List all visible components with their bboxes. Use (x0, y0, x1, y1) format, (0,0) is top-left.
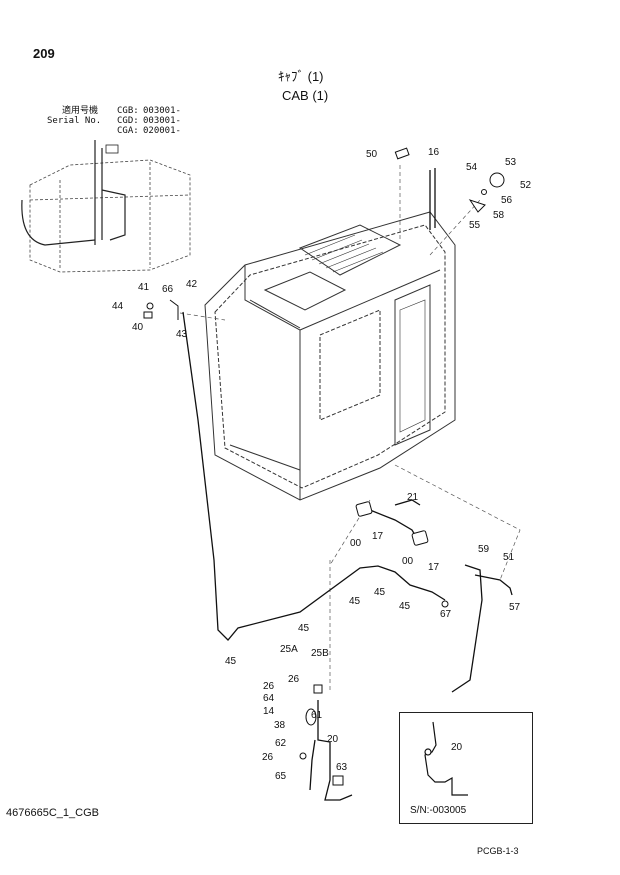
callout-45b: 45 (349, 596, 361, 607)
wire-harnesses (182, 168, 513, 801)
callout-17a: 17 (372, 531, 384, 542)
title-english: CAB (1) (282, 88, 329, 103)
bolt-54 (481, 189, 487, 195)
callout-26b: 26 (288, 674, 300, 685)
clip-62 (299, 752, 307, 760)
callout-67: 67 (440, 609, 452, 620)
callout-64: 64 (263, 693, 275, 704)
callout-25a: 25A (280, 644, 298, 655)
leader-lines (179, 165, 521, 690)
inset-detail-box (399, 712, 533, 824)
harness-16 (429, 168, 436, 230)
callout-50: 50 (366, 149, 378, 160)
callout-45e: 45 (225, 656, 237, 667)
serial-value-cgb: 003001- (143, 106, 181, 116)
overview-sketch (21, 140, 191, 273)
callout-57: 57 (509, 602, 521, 613)
harness-59 (451, 564, 483, 693)
harness-51 (474, 574, 513, 596)
part-25b (313, 684, 323, 694)
callout-54: 54 (466, 162, 478, 173)
clip-67 (441, 600, 449, 608)
inset-callout-20: 20 (451, 742, 463, 753)
lamp-52 (489, 172, 505, 188)
callout-26a: 26 (263, 681, 275, 692)
callout-25b: 25B (311, 648, 329, 659)
serial-value-cgd: 003001- (143, 116, 181, 126)
inset-detail (424, 721, 468, 796)
cab-frame (204, 211, 456, 501)
page-number: 209 (33, 46, 55, 61)
callout-45d: 45 (298, 623, 310, 634)
callout-43: 43 (176, 329, 188, 340)
document-code: 4676665C_1_CGB (6, 807, 99, 819)
callout-65: 65 (275, 771, 287, 782)
callout-56: 56 (501, 195, 513, 206)
bolt-41 (146, 302, 154, 310)
serial-label-en: Serial No. (47, 116, 102, 126)
speaker-17a (355, 501, 373, 517)
callout-20: 20 (327, 734, 339, 745)
callout-00a: 00 (350, 538, 362, 549)
serial-model-cgd: CGD: (117, 116, 139, 126)
callout-63: 63 (336, 762, 348, 773)
callout-62: 62 (275, 738, 287, 749)
callout-52: 52 (520, 180, 532, 191)
serial-model-cgb: CGB: (117, 106, 139, 116)
callout-16: 16 (428, 147, 440, 158)
serial-model-cga: CGA: (117, 126, 139, 136)
callout-44: 44 (112, 301, 124, 312)
callout-14: 14 (263, 706, 275, 717)
clip-40 (143, 311, 153, 319)
callout-53: 53 (505, 157, 517, 168)
callout-45c: 45 (399, 601, 411, 612)
callout-41: 41 (138, 282, 150, 293)
callout-26c: 26 (262, 752, 274, 763)
callout-45a: 45 (374, 587, 386, 598)
callout-61: 61 (311, 710, 323, 721)
callout-51: 51 (503, 552, 515, 563)
small-parts (143, 147, 505, 786)
clip-66 (169, 299, 179, 320)
callout-00b: 00 (402, 556, 414, 567)
callout-42: 42 (186, 279, 198, 290)
title-japanese: ｷｬﾌﾞ (1) (278, 69, 324, 84)
callouts: 50 16 54 53 52 56 58 55 41 66 42 44 40 4… (112, 147, 532, 782)
harness-45 (182, 311, 446, 641)
callout-55: 55 (469, 220, 481, 231)
callout-58: 58 (493, 210, 505, 221)
inset-serial-note: S/N:-003005 (410, 805, 467, 816)
switch-38 (305, 708, 317, 726)
callout-38: 38 (274, 720, 286, 731)
serial-value-cga: 020001- (143, 126, 181, 136)
lamp-50 (394, 147, 410, 160)
part-63 (332, 775, 344, 786)
callout-40: 40 (132, 322, 144, 333)
callout-66: 66 (162, 284, 174, 295)
bracket-55 (468, 199, 486, 213)
serial-label-jp: 適用号機 (62, 106, 99, 116)
callout-21: 21 (407, 492, 419, 503)
harness-62 (309, 739, 316, 791)
sheet-code: PCGB-1-3 (477, 846, 519, 856)
callout-17b: 17 (428, 562, 440, 573)
callout-59: 59 (478, 544, 490, 555)
harness-20 (317, 700, 353, 801)
speaker-17b (411, 530, 429, 546)
